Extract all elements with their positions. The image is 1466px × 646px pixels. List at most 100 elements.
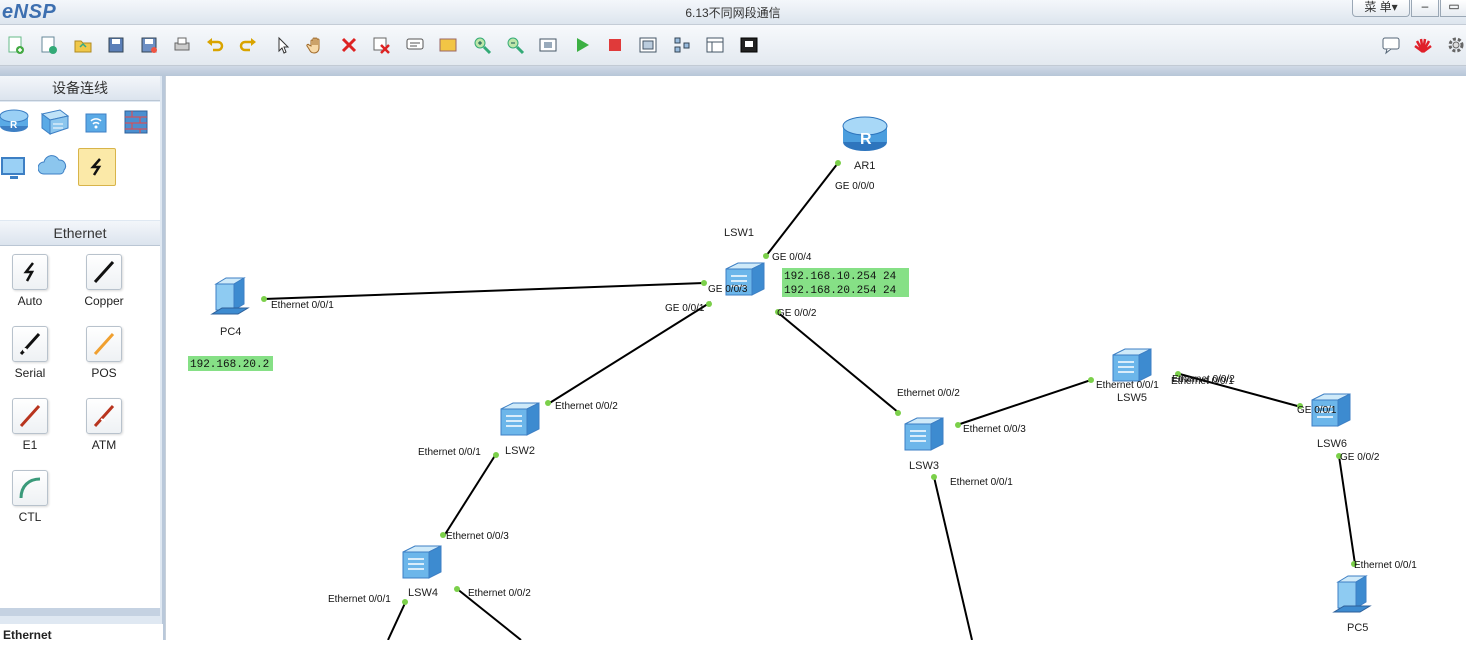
feedback-icon[interactable] xyxy=(1381,35,1401,55)
device-name: AR1 xyxy=(854,160,875,172)
tab-ethernet[interactable]: Ethernet xyxy=(0,624,163,644)
link-lsw6-pc5 xyxy=(1338,455,1356,565)
ip-line: 192.168.20.2 xyxy=(190,359,269,371)
link-lsw1-lsw2 xyxy=(547,301,712,405)
cable-e1[interactable]: E1 xyxy=(0,398,60,460)
port-label-lsw4-e002: Ethernet 0/0/2 xyxy=(468,588,531,599)
port-label: Ethernet 0/0/1 xyxy=(1171,376,1234,387)
delete-link-icon[interactable] xyxy=(372,35,392,55)
new-example-icon[interactable] xyxy=(39,35,59,55)
firewall-icon[interactable] xyxy=(120,106,152,136)
new-topology-icon[interactable] xyxy=(6,35,26,55)
link-pc4-lsw1 xyxy=(263,282,705,300)
print-icon[interactable] xyxy=(172,35,192,55)
save-as-icon[interactable] xyxy=(139,35,159,55)
sidebar: 设备连线 R Ethernet Auto Copper Serial POS E… xyxy=(0,76,165,644)
device-name: LSW4 xyxy=(408,587,438,599)
title-bar: eNSP 6.13不同网段通信 菜 单▾ – ▭ xyxy=(0,0,1466,25)
port-label: GE 0/0/4 xyxy=(772,252,812,263)
pc5-icon xyxy=(1333,575,1371,613)
select-pointer-icon[interactable] xyxy=(273,35,293,55)
copper-cable-icon xyxy=(93,260,115,284)
link-lsw1-lsw3 xyxy=(775,310,900,414)
redo-icon[interactable] xyxy=(238,35,258,55)
ip-note-lsw1: 192.168.10.254 24 192.168.20.254 24 xyxy=(782,268,909,297)
console-icon[interactable] xyxy=(739,35,759,55)
cloud-icon[interactable] xyxy=(37,152,70,182)
port-label: Ethernet 0/0/2 xyxy=(1172,374,1235,385)
zoom-out-icon[interactable] xyxy=(505,35,525,55)
open-icon[interactable] xyxy=(73,35,93,55)
device-name: PC5 xyxy=(1347,622,1368,634)
port-label: GE 0/0/2 xyxy=(777,308,817,319)
atm-cable-icon xyxy=(93,404,115,428)
huawei-logo-icon[interactable] xyxy=(1413,35,1433,55)
connection-icon[interactable] xyxy=(78,148,116,186)
switch-lsw4-icon xyxy=(402,545,442,579)
wireless-icon[interactable] xyxy=(80,106,112,136)
undo-icon[interactable] xyxy=(205,35,225,55)
link-lsw3-down xyxy=(933,476,973,640)
auto-cable-icon xyxy=(23,262,35,282)
port-label: Ethernet 0/0/3 xyxy=(963,424,1026,435)
toolbar xyxy=(0,25,1466,66)
cable-pos[interactable]: POS xyxy=(74,326,134,388)
cable-auto[interactable]: Auto xyxy=(0,254,60,316)
switch-icon[interactable] xyxy=(38,106,70,136)
topology-canvas[interactable]: R xyxy=(165,76,1466,640)
stop-device-icon[interactable] xyxy=(605,35,625,55)
pos-cable-icon xyxy=(93,332,115,356)
cable-ctl[interactable]: CTL xyxy=(0,470,60,532)
switch-lsw5-icon xyxy=(1112,348,1152,382)
fit-view-icon[interactable] xyxy=(538,35,558,55)
svg-text:R: R xyxy=(10,120,18,131)
pan-hand-icon[interactable] xyxy=(306,35,326,55)
link-lsw2-lsw4 xyxy=(443,453,497,537)
port-label: GE 0/0/0 xyxy=(835,181,875,192)
text-annotation-icon[interactable] xyxy=(405,35,425,55)
port-label: Ethernet 0/0/1 xyxy=(1096,380,1159,391)
router-ar1-icon xyxy=(842,116,888,152)
port-label: Ethernet 0/0/1 xyxy=(271,300,334,311)
settings-gear-icon[interactable] xyxy=(1446,35,1466,55)
link-lsw3-lsw5 xyxy=(956,379,1092,426)
maximize-button[interactable]: ▭ xyxy=(1440,0,1466,17)
toolbar-divider xyxy=(0,66,1466,76)
port-label-lsw4-e001: Ethernet 0/0/1 xyxy=(328,594,391,605)
router-icon[interactable]: R xyxy=(0,106,32,136)
save-icon[interactable] xyxy=(106,35,126,55)
port-label: Ethernet 0/0/1 xyxy=(418,447,481,458)
port-label: Ethernet 0/0/2 xyxy=(897,388,960,399)
ip-line: 192.168.20.254 24 xyxy=(784,285,897,297)
pc4-icon xyxy=(211,277,249,315)
switch-lsw3-icon xyxy=(904,417,944,451)
cable-atm[interactable]: ATM xyxy=(74,398,134,460)
palette-icon[interactable] xyxy=(438,35,458,55)
start-device-icon[interactable] xyxy=(572,35,592,55)
port-label: GE 0/0/1 xyxy=(665,303,705,314)
e1-cable-icon xyxy=(19,404,41,428)
link-lsw5-lsw6 xyxy=(1175,372,1302,408)
device-name: LSW2 xyxy=(505,445,535,457)
topology-layout-icon[interactable] xyxy=(672,35,692,55)
port-label: GE 0/0/2 xyxy=(1340,452,1380,463)
menu-button[interactable]: 菜 单▾ xyxy=(1352,0,1410,17)
cable-copper[interactable]: Copper xyxy=(74,254,134,316)
cable-panel-title: Ethernet xyxy=(0,221,160,246)
port-label: Ethernet 0/0/1 xyxy=(1354,560,1417,571)
ctl-cable-icon xyxy=(19,477,41,499)
link-lsw4-down-left xyxy=(387,600,407,640)
delete-icon[interactable] xyxy=(339,35,359,55)
switch-lsw2-icon xyxy=(500,402,540,436)
minimize-button[interactable]: – xyxy=(1411,0,1439,17)
grid-view-icon[interactable] xyxy=(705,35,725,55)
zoom-in-icon[interactable] xyxy=(472,35,492,55)
pc-terminal-icon[interactable] xyxy=(0,152,32,182)
device-name: LSW3 xyxy=(909,460,939,472)
cable-panel: Auto Copper Serial POS E1 ATM CTL xyxy=(0,246,160,608)
link-ar1-lsw1 xyxy=(765,162,839,257)
ip-line: 192.168.10.254 24 xyxy=(784,271,897,283)
capture-icon[interactable] xyxy=(638,35,658,55)
device-panel: R xyxy=(0,102,160,220)
cable-serial[interactable]: Serial xyxy=(0,326,60,388)
